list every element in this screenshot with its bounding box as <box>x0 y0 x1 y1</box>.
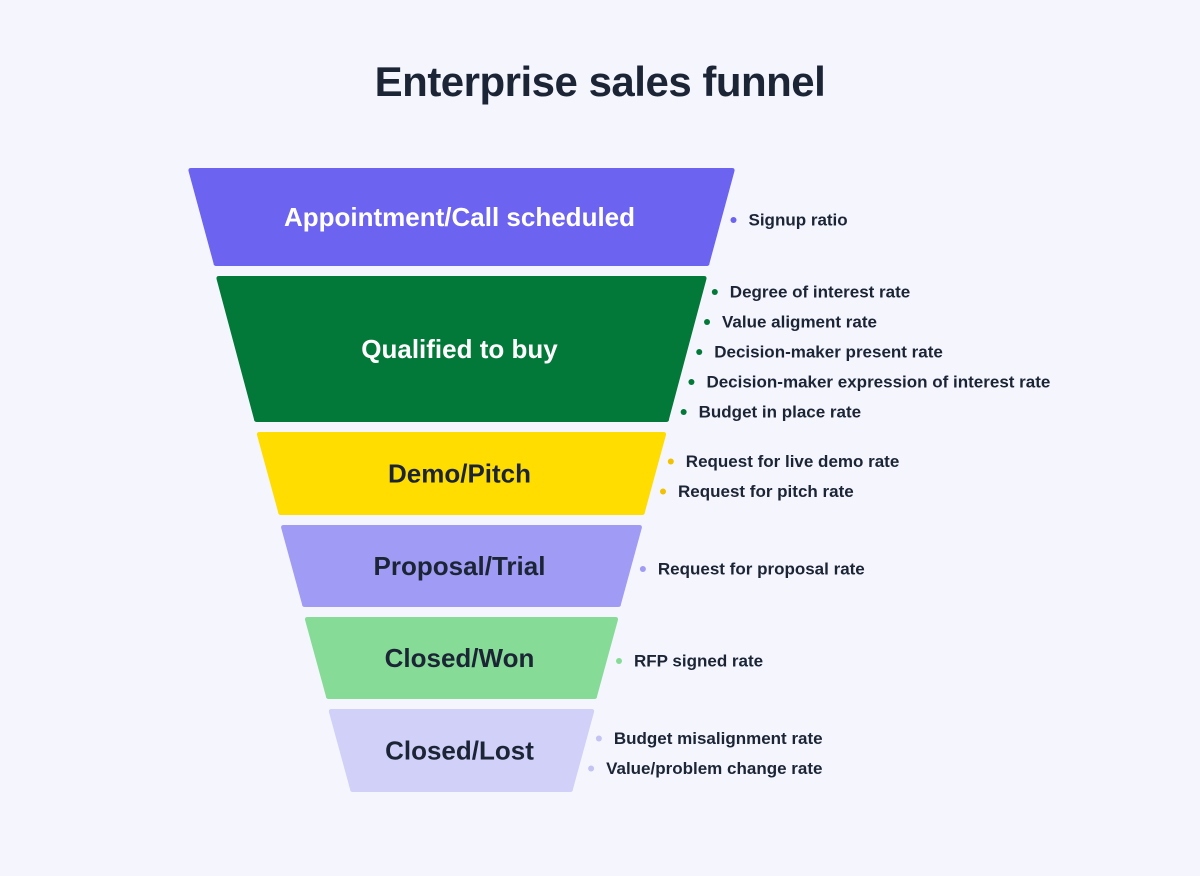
metric-bullet-icon <box>595 735 602 742</box>
funnel-stage-label: Closed/Lost <box>385 736 534 766</box>
metric-bullet-icon <box>639 566 646 572</box>
metric-label: Signup ratio <box>749 211 848 230</box>
metric-bullet-icon <box>711 289 718 295</box>
page-title: Enterprise sales funnel <box>374 58 826 105</box>
funnel-stage: Proposal/Trial Request for proposal rate <box>281 525 865 607</box>
metric-bullet-icon <box>696 349 703 355</box>
funnel-stage-label: Qualified to buy <box>361 334 558 364</box>
funnel-stage-band <box>188 168 735 266</box>
metric-label: Value aligment rate <box>722 313 877 332</box>
metric-label: Decision-maker expression of interest ra… <box>706 373 1050 392</box>
metric-bullet-icon <box>680 409 687 415</box>
funnel-stage-label: Closed/Won <box>385 643 535 673</box>
metric-label: Budget in place rate <box>699 403 861 422</box>
funnel-stage: Qualified to buy Degree of interest rateV… <box>216 276 1050 422</box>
funnel-stage-band <box>328 709 595 792</box>
metric-bullet-icon <box>688 379 695 385</box>
metric-label: Budget misalignment rate <box>614 729 823 748</box>
metric-bullet-icon <box>704 319 711 325</box>
metric-label: Decision-maker present rate <box>714 343 943 362</box>
metric-label: Value/problem change rate <box>606 759 822 778</box>
funnel-stage-band <box>216 276 707 422</box>
funnel-stage: Closed/Lost Budget misalignment rateValue… <box>328 709 823 792</box>
funnel-stage-band <box>256 432 667 515</box>
metric-label: Request for live demo rate <box>686 452 900 471</box>
metric-bullet-icon <box>588 765 595 772</box>
funnel-stage-band <box>281 525 642 607</box>
funnel-stage-label: Appointment/Call scheduled <box>284 202 635 232</box>
metric-label: Request for pitch rate <box>678 482 854 501</box>
funnel-stage: Appointment/Call scheduled Signup ratio <box>188 168 848 266</box>
metric-bullet-icon <box>667 458 674 465</box>
funnel-stage: Closed/Won RFP signed rate <box>304 617 763 699</box>
metric-bullet-icon <box>730 217 737 223</box>
funnel-stage: Demo/Pitch Request for live demo rateRequ… <box>256 432 900 515</box>
metric-label: Request for proposal rate <box>658 560 865 579</box>
funnel-stage-label: Proposal/Trial <box>374 551 546 581</box>
metric-bullet-icon <box>616 658 623 664</box>
metric-label: RFP signed rate <box>634 652 763 671</box>
metric-label: Degree of interest rate <box>730 283 910 302</box>
funnel-stage-label: Demo/Pitch <box>388 459 531 489</box>
metric-bullet-icon <box>660 488 667 495</box>
funnel-stage-band <box>304 617 619 699</box>
